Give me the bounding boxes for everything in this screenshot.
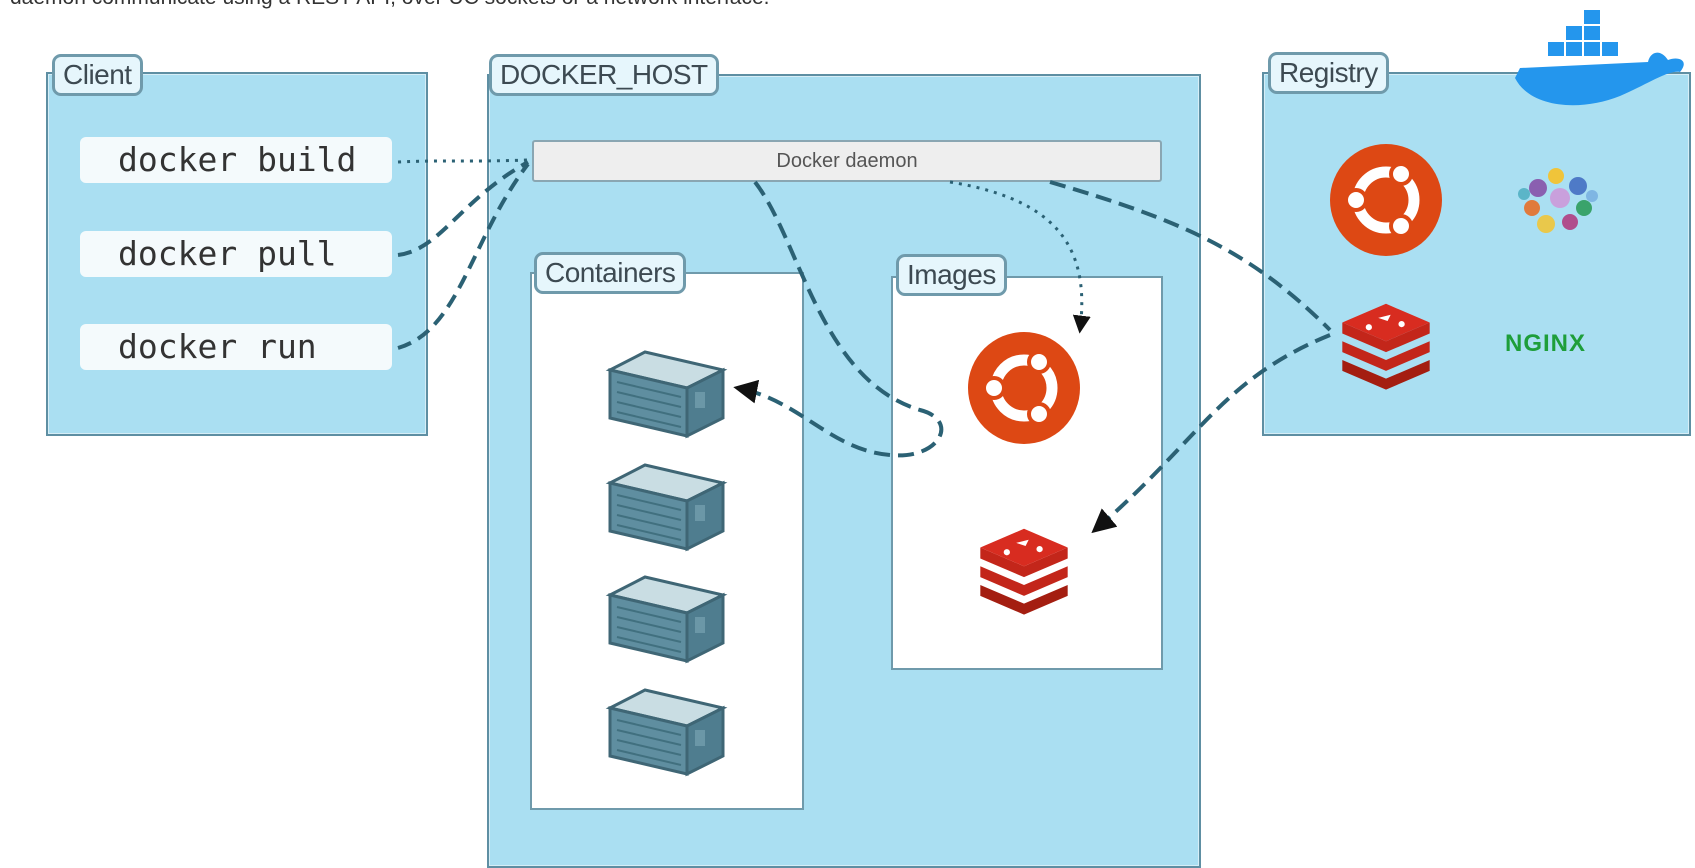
container-icon <box>608 463 725 551</box>
caption-text: daemon communicate using a REST API, ove… <box>10 0 769 10</box>
docker-build-command: docker build <box>80 137 392 183</box>
container-icon <box>608 350 725 438</box>
redis-icon <box>980 528 1068 615</box>
container-icon <box>608 688 725 776</box>
docker-run-command: docker run <box>80 324 392 370</box>
flow-arrows <box>397 158 1332 534</box>
docker-pull-command: docker pull <box>80 231 392 277</box>
docker-whale-icon <box>1515 10 1684 106</box>
container-icon <box>608 575 725 663</box>
registry-panel <box>1262 72 1691 436</box>
puzzle-logo-icon <box>1518 168 1598 233</box>
client-label: Client <box>52 54 143 96</box>
nginx-logo-text: NGINX <box>1505 330 1587 357</box>
docker-daemon-bar: Docker daemon <box>532 140 1162 182</box>
registry-label: Registry <box>1268 52 1389 94</box>
containers-label: Containers <box>534 252 687 294</box>
images-label: Images <box>896 254 1007 296</box>
ubuntu-icon <box>1330 144 1442 256</box>
ubuntu-icon <box>968 332 1080 444</box>
docker-host-label: DOCKER_HOST <box>489 54 719 96</box>
redis-icon <box>1342 303 1430 390</box>
